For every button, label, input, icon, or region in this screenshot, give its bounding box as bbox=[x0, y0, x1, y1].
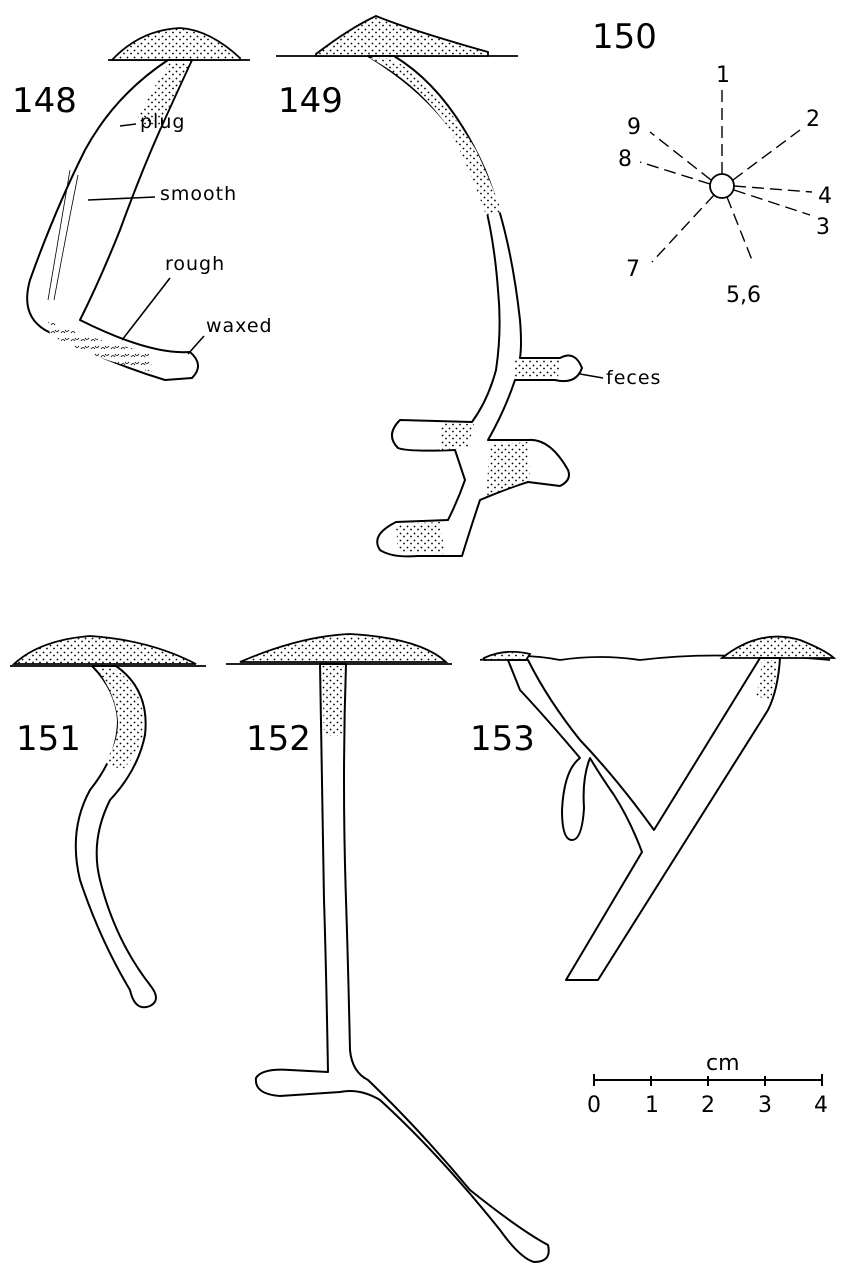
ray-label-1: 1 bbox=[716, 63, 730, 88]
figure-148-number: 148 bbox=[12, 81, 77, 121]
figure-150-number: 150 bbox=[592, 17, 657, 57]
label-rough: rough bbox=[165, 253, 225, 275]
mound-152 bbox=[240, 634, 446, 662]
burrow-center-150 bbox=[710, 174, 734, 198]
ray-label-7: 7 bbox=[626, 257, 640, 282]
plug-stipple-152 bbox=[322, 666, 344, 736]
label-feces: feces bbox=[606, 367, 661, 389]
mound-153-left bbox=[484, 652, 530, 660]
ray-label-9: 9 bbox=[627, 115, 641, 140]
scale-tick-4: 4 bbox=[814, 1093, 828, 1118]
plug-stipple-149 bbox=[370, 58, 502, 215]
label-smooth: smooth bbox=[160, 183, 237, 205]
ray-label-2: 2 bbox=[806, 107, 820, 132]
scale-tick-0: 0 bbox=[587, 1093, 601, 1118]
burrow-153 bbox=[508, 658, 780, 980]
burrow-149 bbox=[368, 56, 582, 556]
figure-148: 148 plug smooth rough waxed bbox=[12, 28, 273, 380]
ray-label-5-6: 5,6 bbox=[726, 283, 761, 308]
scale-tick-2: 2 bbox=[701, 1093, 715, 1118]
burrow-151 bbox=[76, 666, 156, 1007]
figure-153: 153 bbox=[470, 637, 834, 980]
figure-150: 150 1 2 3 4 5,6 7 8 9 bbox=[592, 17, 832, 308]
figure-151-number: 151 bbox=[16, 719, 81, 759]
figure-149: 149 feces bbox=[276, 16, 661, 556]
ray-label-8: 8 bbox=[618, 147, 632, 172]
figure-152-number: 152 bbox=[246, 719, 311, 759]
ray-label-3: 3 bbox=[816, 215, 830, 240]
mound-148 bbox=[112, 28, 240, 60]
label-waxed: waxed bbox=[206, 315, 273, 337]
label-plug: plug bbox=[140, 111, 185, 133]
mound-149 bbox=[316, 16, 488, 56]
scale-bar: cm 0 1 2 3 4 bbox=[587, 1051, 828, 1118]
figure-153-number: 153 bbox=[470, 719, 535, 759]
mound-153-right bbox=[722, 637, 834, 658]
figure-151: 151 bbox=[10, 636, 206, 1007]
scale-tick-1: 1 bbox=[645, 1093, 659, 1118]
ray-label-4: 4 bbox=[818, 184, 832, 209]
scale-unit: cm bbox=[706, 1051, 740, 1076]
scale-tick-3: 3 bbox=[758, 1093, 772, 1118]
figure-149-number: 149 bbox=[278, 81, 343, 121]
mound-151 bbox=[14, 636, 196, 664]
